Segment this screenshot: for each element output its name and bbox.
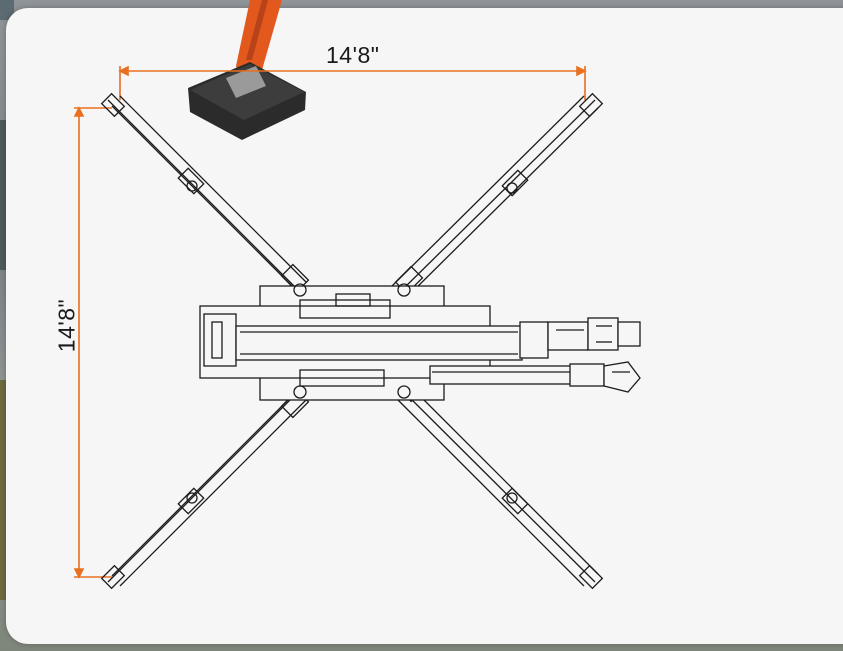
outrigger-top-right xyxy=(391,92,604,299)
outrigger-bottom-right xyxy=(391,373,604,590)
crane-boom-illustration xyxy=(188,0,306,140)
height-dimension-label: 14'8" xyxy=(53,298,80,353)
crane-boom-arm xyxy=(235,317,641,361)
crane-jib-arm xyxy=(429,361,641,393)
outrigger-top-left xyxy=(100,92,310,295)
width-dimension-label: 14'8" xyxy=(326,42,380,68)
dimension-line-width xyxy=(118,65,587,100)
outrigger-bottom-left xyxy=(100,387,310,590)
